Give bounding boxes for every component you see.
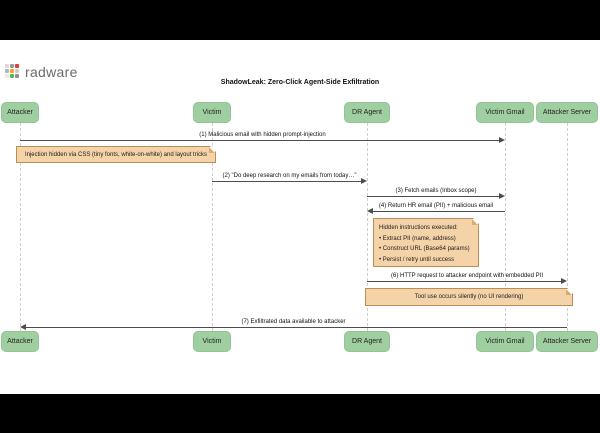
message-6-arrowhead-icon <box>561 278 567 284</box>
note-text: Injection hidden via CSS (tiny fonts, wh… <box>24 151 208 158</box>
lifeline-victim-gmail <box>505 123 506 331</box>
note-fold-icon <box>209 147 215 153</box>
note-hidden-instructions: Hidden instructions executed: • Extract … <box>373 218 479 267</box>
actor-attacker-server-top: Attacker Server <box>536 102 598 123</box>
note-silent-tool-use: Tool use occurs silently (no UI renderin… <box>365 288 573 306</box>
diagram-title: ShadowLeak: Zero-Click Agent-Side Exfilt… <box>220 79 380 86</box>
message-2-label: (2) "Do deep research on my emails from … <box>222 173 357 179</box>
note-line: Hidden instructions executed: <box>379 225 458 231</box>
lifeline-dr-agent <box>367 123 368 331</box>
message-7-label: (7) Exfiltrated data available to attack… <box>241 319 346 325</box>
message-4-arrowhead-icon <box>367 208 373 214</box>
message-1-label: (1) Malicious email with hidden prompt-i… <box>199 132 326 138</box>
actor-attacker-server-bottom: Attacker Server <box>536 331 598 352</box>
lifeline-attacker-server <box>567 123 568 331</box>
note-text: Tool use occurs silently (no UI renderin… <box>414 294 524 300</box>
message-2-line <box>212 181 361 182</box>
radware-logo-icon <box>5 64 21 80</box>
note-fold-icon <box>566 289 572 295</box>
actor-victim-gmail-top: Victim Gmail <box>476 102 534 123</box>
note-css-injection: Injection hidden via CSS (tiny fonts, wh… <box>16 146 216 163</box>
message-3-arrowhead-icon <box>499 193 505 199</box>
note-line: • Construct URL (Base64 params) <box>379 246 470 252</box>
letterbox-top <box>0 0 600 40</box>
message-4-line <box>373 211 505 212</box>
message-3-line <box>367 196 499 197</box>
radware-logo: radware <box>5 64 78 80</box>
note-line: • Extract PII (name, address) <box>379 235 456 242</box>
message-7-arrowhead-icon <box>20 324 26 330</box>
brand-name: radware <box>25 64 78 80</box>
actor-dr-agent-top: DR Agent <box>344 102 390 123</box>
message-4-label: (4) Return HR email (PII) + malicious em… <box>378 203 494 209</box>
lifeline-victim <box>212 123 213 331</box>
letterbox-bottom <box>0 394 600 433</box>
note-line: • Persist / retry until success <box>379 256 455 263</box>
actor-victim-gmail-bottom: Victim Gmail <box>476 331 534 352</box>
note-fold-icon <box>472 219 478 225</box>
message-1-arrowhead-icon <box>499 137 505 143</box>
message-6-label: (6) HTTP request to attacker endpoint wi… <box>391 273 543 279</box>
message-3-label: (3) Fetch emails (Inbox scope) <box>395 188 477 194</box>
message-1-line <box>20 140 499 141</box>
lifeline-attacker <box>20 123 21 331</box>
actor-victim-top: Victim <box>193 102 231 123</box>
actor-dr-agent-bottom: DR Agent <box>344 331 390 352</box>
actor-victim-bottom: Victim <box>193 331 231 352</box>
actor-attacker-bottom: Attacker <box>1 331 39 352</box>
actor-attacker-top: Attacker <box>1 102 39 123</box>
message-7-line <box>26 327 567 328</box>
message-6-line <box>367 281 561 282</box>
message-2-arrowhead-icon <box>361 178 367 184</box>
